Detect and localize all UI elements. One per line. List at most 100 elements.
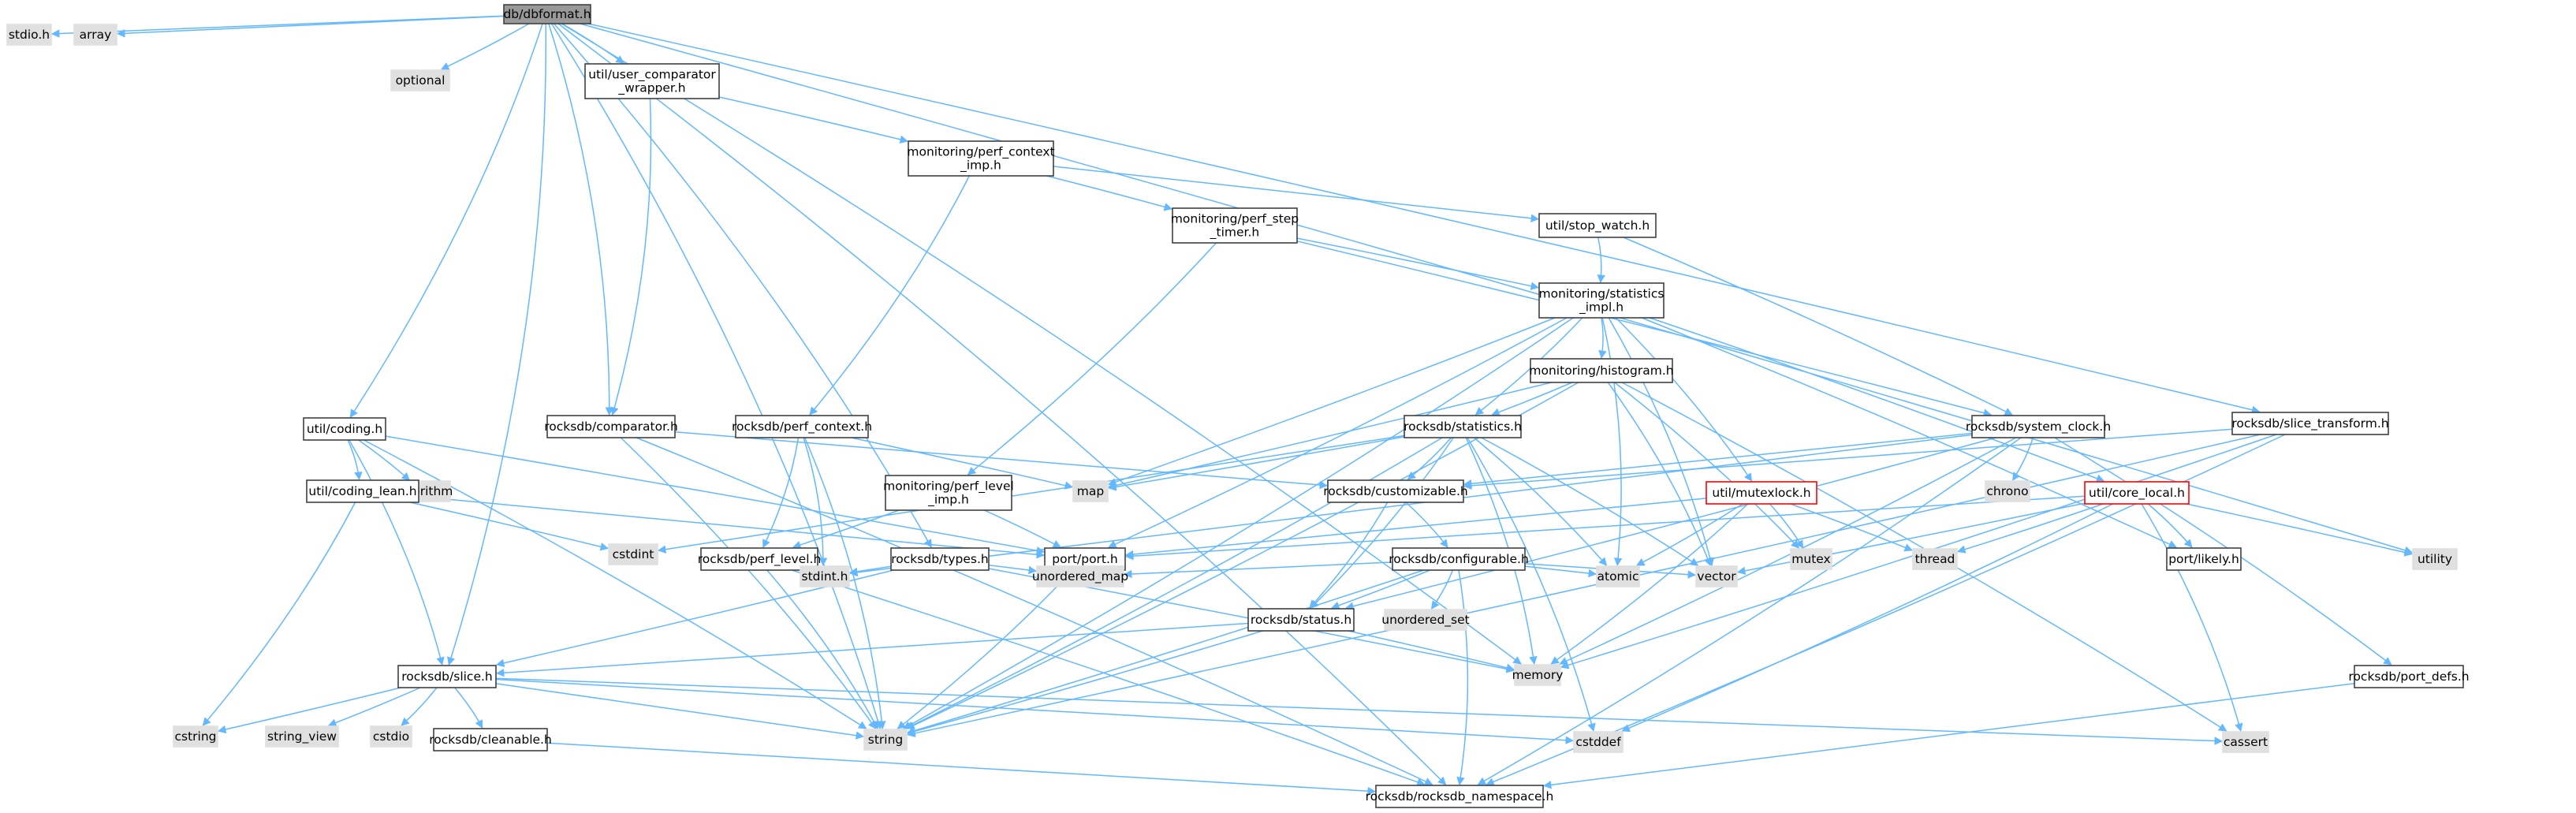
node-label-dbformat: db/dbformat.h (503, 7, 591, 21)
node-slice[interactable]: rocksdb/slice.h (397, 665, 497, 688)
node-histogram[interactable]: monitoring/histogram.h (1529, 358, 1674, 383)
node-portdefs[interactable]: rocksdb/port_defs.h (2348, 665, 2470, 688)
node-box-cstring (173, 725, 218, 748)
edge-port-to-string (897, 569, 1074, 729)
node-box-map (1072, 480, 1109, 502)
node-dbformat[interactable]: db/dbformat.h (503, 4, 591, 24)
node-statistics[interactable]: rocksdb/statistics.h (1404, 415, 1522, 438)
node-box-pst (1172, 207, 1298, 244)
node-corelocal[interactable]: util/core_local.h (2084, 481, 2190, 505)
node-label-likely: port/likely.h (2168, 552, 2239, 566)
edge-configurable-to-unordered_map (1123, 561, 1393, 579)
node-box-perflevelimp (885, 475, 1012, 511)
node-box-unordered_map (1036, 565, 1124, 587)
edge-perflevelimp-to-port (983, 509, 1062, 548)
node-label-types: rocksdb/types.h (891, 552, 988, 566)
edge-statsimpl-to-histogram (1598, 317, 1607, 360)
node-sysclock[interactable]: rocksdb/system_clock.h (1966, 415, 2111, 438)
edge-perfctx-to-perflevel (762, 437, 800, 548)
edge-slice-to-string_view (327, 687, 421, 727)
node-ucw[interactable]: util/user_comparator_wrapper.h (584, 63, 720, 99)
node-cassert: cassert (2222, 731, 2269, 753)
edge-histogram-to-vector (1607, 382, 1712, 566)
edge-stopwatch-to-sysclock (1623, 237, 2014, 416)
edge-dbformat-to-optional (440, 23, 530, 70)
edge-slice-to-cstddef (495, 678, 1575, 744)
node-perflevel[interactable]: rocksdb/perf_level.h (698, 547, 822, 571)
node-cleanable[interactable]: rocksdb/cleanable.h (429, 728, 552, 751)
edge-codinglean-to-cstdint (409, 502, 610, 551)
edge-statistics-to-vector (1481, 437, 1699, 566)
edge-perflevel-to-string (766, 569, 878, 729)
node-types[interactable]: rocksdb/types.h (890, 547, 990, 571)
node-slicetrans[interactable]: rocksdb/slice_transform.h (2231, 412, 2389, 435)
node-label-unordered_map: unordered_map (1032, 569, 1128, 584)
node-box-string_view (265, 725, 339, 748)
edge-configurable-to-string (906, 569, 1424, 735)
node-stopwatch[interactable]: util/stop_watch.h (1538, 213, 1657, 238)
node-box-stdint_h (800, 565, 850, 587)
node-box-string (863, 729, 908, 751)
node-box-statsimpl (1538, 282, 1665, 319)
node-codinglean[interactable]: util/coding_lean.h (306, 479, 419, 503)
edge-pci-to-perfctx (809, 175, 970, 416)
edge-configurable-to-rns (1456, 569, 1469, 786)
edge-comparator-to-customizable (674, 431, 1329, 490)
edge-statistics-to-cstddef (1467, 437, 1596, 733)
node-label-unordered_set: unordered_set (1381, 613, 1469, 628)
edge-corelocal-to-vector (1736, 502, 2086, 575)
node-label-cassert: cassert (2224, 735, 2268, 749)
node-label-thread: thread (1915, 552, 1955, 566)
edge-types-to-stdint_h (848, 565, 892, 576)
node-label-rns: rocksdb/rocksdb_namespace.h (1366, 789, 1554, 804)
node-string_view: string_view (265, 725, 339, 748)
edge-statsimpl-to-port (1108, 317, 1568, 548)
node-label-string_view: string_view (267, 729, 337, 744)
node-label-portdefs: rocksdb/port_defs.h (2348, 669, 2469, 684)
edge-slice-to-cassert (495, 677, 2224, 745)
node-perflevelimp[interactable]: monitoring/perf_level_imp.h (883, 475, 1014, 511)
edge-slice-to-string (495, 683, 865, 740)
node-box-mutex (1790, 548, 1832, 570)
node-utility: utility (2412, 548, 2458, 570)
node-atomic: atomic (1596, 565, 1640, 587)
node-mutexlock[interactable]: util/mutexlock.h (1706, 481, 1817, 505)
node-pst[interactable]: monitoring/perf_step_timer.h (1171, 207, 1299, 244)
edge-status-to-slice (495, 622, 1249, 677)
edge-dbformat-to-coding (349, 23, 543, 418)
node-mutex: mutex (1790, 548, 1832, 570)
edge-corelocal-to-port (1124, 495, 2086, 561)
node-label-map: map (1077, 484, 1104, 498)
node-comparator[interactable]: rocksdb/comparator.h (544, 415, 678, 438)
node-perfctx[interactable]: rocksdb/perf_context.h (732, 415, 872, 438)
node-label-perflevelimp: _imp.h (927, 493, 969, 508)
edge-pst-to-perflevelimp (967, 242, 1217, 475)
edge-perflevel-to-rns (792, 569, 1426, 786)
node-statsimpl[interactable]: monitoring/statistics_impl.h (1538, 282, 1665, 319)
node-label-chrono: chrono (1986, 484, 2028, 498)
node-box-rns (1375, 785, 1544, 808)
edge-pst-to-statsimpl (1296, 237, 1540, 290)
edge-sysclock-to-chrono (2012, 437, 2034, 481)
node-coding[interactable]: util/coding.h (303, 417, 386, 441)
node-likely[interactable]: port/likely.h (2166, 547, 2242, 571)
node-customizable[interactable]: rocksdb/customizable.h (1323, 479, 1468, 503)
edge-statistics-to-string (904, 437, 1443, 729)
node-pci[interactable]: monitoring/perf_context_imp.h (907, 140, 1055, 177)
edge-dbformat-to-array (116, 15, 505, 38)
node-label-cstddef: cstddef (1575, 735, 1621, 749)
node-configurable[interactable]: rocksdb/configurable.h (1389, 547, 1529, 571)
node-label-mutex: mutex (1791, 552, 1830, 566)
node-box-slicetrans (2231, 412, 2389, 435)
node-status[interactable]: rocksdb/status.h (1247, 608, 1355, 632)
node-rns[interactable]: rocksdb/rocksdb_namespace.h (1366, 785, 1554, 808)
node-label-status: rocksdb/status.h (1251, 613, 1351, 627)
node-cstring: cstring (173, 725, 218, 748)
edge-sysclock-to-customizable (1463, 432, 1973, 488)
edge-perfctx-to-map (851, 437, 1074, 490)
edge-statistics-to-map (1107, 436, 1405, 491)
node-box-status (1247, 608, 1355, 632)
node-box-perfctx (735, 415, 869, 438)
edge-histogram-to-mutex (1614, 382, 1800, 549)
edge-sysclock-to-status (1345, 437, 1996, 610)
